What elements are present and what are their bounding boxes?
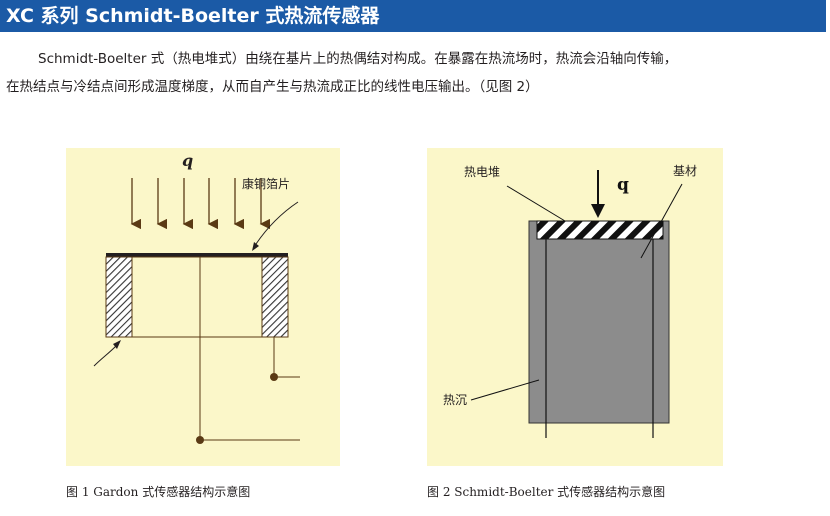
fig2-heatsink-pointer	[470, 379, 540, 401]
fig2-heatsink-label: 热沉	[443, 393, 467, 407]
paragraph-line-2: 在热结点与冷结点间形成温度梯度，从而自产生与热流成正比的线性电压输出。（见图 2…	[6, 79, 539, 95]
fig1-sensor-body	[105, 256, 289, 338]
figure-gardon-diagram: q 康铜箔片	[66, 148, 340, 466]
fig1-foil-label: 康铜箔片	[242, 176, 290, 191]
fig2-substrate-label: 基材	[673, 164, 697, 178]
fig1-heat-flux-arrows	[130, 178, 271, 230]
intro-paragraph: Schmidt-Boelter 式（热电堆式）由绕在基片上的热偶结对构成。在暴露…	[0, 45, 826, 101]
page-title: XC 系列 Schmidt-Boelter 式热流传感器	[0, 0, 826, 32]
fig2-substrate-pointer	[640, 183, 683, 259]
figure-2-caption: 图 2 Schmidt-Boelter 式传感器结构示意图	[427, 485, 666, 499]
fig2-q-label: q	[617, 175, 629, 195]
fig1-left-copper-wall	[105, 256, 133, 338]
fig1-q-label: q	[182, 151, 193, 170]
fig2-thermopile-layer	[536, 220, 664, 240]
gardon-diagram-svg: q 康铜箔片	[93, 151, 300, 444]
paragraph-line-1: Schmidt-Boelter 式（热电堆式）由绕在基片上的热偶结对构成。在暴露…	[38, 51, 678, 67]
schmidt-boelter-diagram-svg: q 热电堆 基材 热沉	[443, 164, 697, 438]
fig1-constantan-foil	[106, 253, 288, 257]
figure-schmidt-boelter-diagram: q 热电堆 基材 热沉	[427, 148, 723, 466]
fig2-thermopile-label: 热电堆	[464, 165, 500, 179]
fig1-right-copper-wall	[261, 256, 289, 338]
fig2-thermopile-pointer	[506, 185, 566, 222]
fig1-wall-pointer	[93, 345, 117, 367]
fig2-substrate-body	[528, 220, 670, 424]
fig1-foil-pointer	[255, 201, 299, 245]
figure-1-caption: 图 1 Gardon 式传感器结构示意图	[66, 485, 251, 499]
